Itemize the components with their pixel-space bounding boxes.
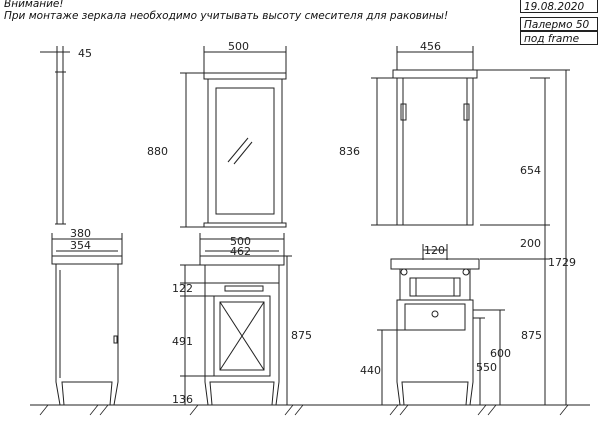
cabinet-back-view: 120 654 200 1729 875 600 550 440	[360, 69, 576, 406]
dim-cabinet-depth-top: 380	[70, 227, 91, 240]
dim-leg-height: 136	[172, 393, 193, 406]
cabinet-side-countertop	[51, 255, 123, 265]
cabinet-back-countertop	[390, 258, 480, 270]
dim-pipe-height-1: 600	[490, 347, 511, 360]
mirror-glare-line	[227, 137, 249, 163]
dim-pipe-height-2: 550	[476, 361, 497, 374]
cabinet-door	[213, 295, 271, 377]
cabinet-front-view: 500 462 122 491 136 875	[172, 233, 312, 406]
mirror-mounting-bracket	[400, 103, 407, 121]
dim-pipe-height-3: 440	[360, 364, 381, 377]
dim-total-height: 1729	[548, 256, 576, 269]
stamp-product: Палермо 50	[520, 17, 598, 31]
mirror-back-cornice	[392, 69, 478, 79]
back-panel-cutout	[404, 303, 466, 331]
dim-gap-height: 200	[520, 237, 541, 250]
mirror-side-view: 45	[40, 46, 92, 225]
dim-back-height: 875	[521, 329, 542, 342]
cabinet-back-body	[396, 299, 474, 406]
mirror-mounting-bracket	[463, 103, 470, 121]
dim-mirror-width: 500	[228, 40, 249, 53]
mirror-back-frame	[396, 77, 474, 226]
mirror-glass	[215, 87, 275, 215]
cabinet-hinge	[113, 335, 118, 344]
mirror-side-profile	[56, 71, 64, 225]
door-cross-bar	[219, 301, 265, 371]
floor-line	[30, 404, 590, 416]
mounting-point-icon	[400, 268, 408, 276]
dim-cabinet-width-body: 462	[230, 245, 251, 258]
dim-cabinet-depth-body: 354	[70, 239, 91, 252]
dim-mirror-height: 880	[147, 145, 168, 158]
drain-outlet-icon	[431, 310, 439, 318]
cabinet-side-view: 380 354	[51, 227, 123, 406]
stamp-variant: под frame	[520, 31, 598, 45]
dim-drawer-height: 122	[172, 282, 193, 295]
dim-mirror-back-width: 456	[420, 40, 441, 53]
mirror-front-view: 500 880	[147, 40, 287, 228]
dim-siphon-width: 120	[424, 244, 445, 257]
attention-label: Внимание!	[4, 0, 64, 10]
dim-mirror-back-height: 836	[339, 145, 360, 158]
mirror-back-view: 456 836	[339, 40, 478, 226]
siphon-box	[409, 277, 461, 297]
stamp-date: 19.08.2020	[520, 0, 598, 13]
cabinet-side-body	[55, 263, 119, 406]
mounting-warning-text: При монтаже зеркала необходимо учитывать…	[4, 10, 449, 22]
dim-mirror-mount-height: 654	[520, 164, 541, 177]
drawer-handle	[224, 285, 264, 292]
dim-cabinet-width-top: 500	[230, 235, 251, 248]
mirror-top-cornice	[203, 72, 287, 80]
mounting-point-icon	[462, 268, 470, 276]
dim-cabinet-height: 875	[291, 329, 312, 342]
dim-door-height: 491	[172, 335, 193, 348]
mirror-bottom-rail	[203, 222, 287, 228]
cabinet-drawer	[204, 264, 280, 284]
mirror-glare-line	[233, 141, 253, 165]
dim-mirror-depth: 45	[78, 47, 92, 60]
cabinet-front-body	[204, 282, 280, 406]
